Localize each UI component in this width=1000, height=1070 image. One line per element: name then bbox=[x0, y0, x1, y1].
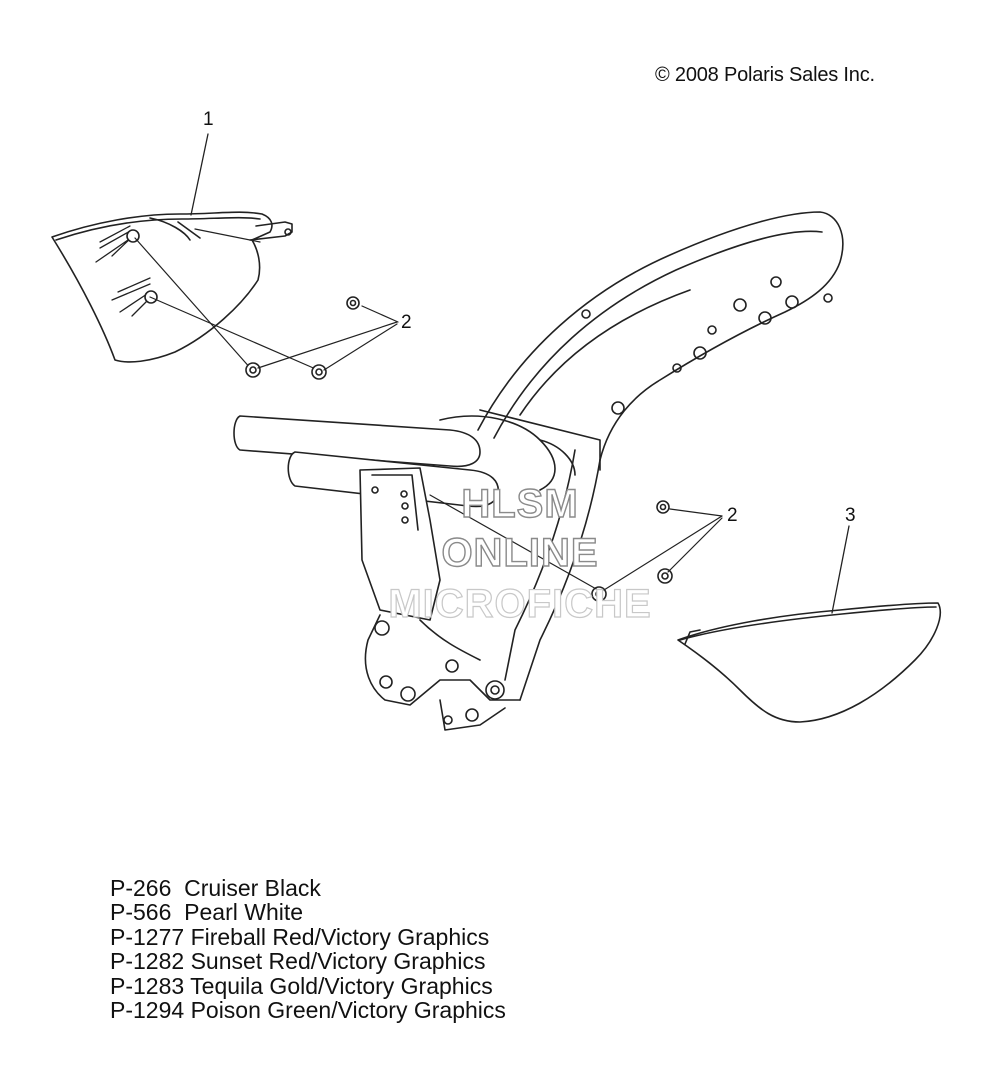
nut bbox=[346, 296, 360, 310]
paint-name: Sunset Red/Victory Graphics bbox=[190, 948, 486, 975]
nut bbox=[657, 568, 673, 584]
paint-code-item: P-1283 Tequila Gold/Victory Graphics bbox=[110, 972, 506, 999]
paint-code: P-1283 bbox=[110, 972, 185, 999]
paint-name: Cruiser Black bbox=[184, 875, 321, 901]
paint-code-item: P-566 Pearl White bbox=[110, 899, 506, 926]
watermark-line-3: MICROFICHE bbox=[388, 581, 652, 626]
frame bbox=[233, 211, 844, 731]
frame-holes bbox=[581, 276, 833, 415]
paint-code: P-1294 bbox=[110, 997, 185, 1024]
right-side-cover bbox=[677, 602, 942, 723]
nut bbox=[311, 364, 327, 380]
nut bbox=[656, 500, 670, 514]
paint-code-item: P-1277 Fireball Red/Victory Graphics bbox=[110, 923, 506, 950]
callout-item-2-upper: 2 bbox=[401, 312, 412, 333]
nut bbox=[591, 586, 607, 602]
paint-name: Fireball Red/Victory Graphics bbox=[190, 923, 490, 950]
paint-code-item: P-1282 Sunset Red/Victory Graphics bbox=[110, 948, 506, 975]
watermark-line-2: ONLINE bbox=[441, 530, 599, 575]
paint-name: Pearl White bbox=[184, 899, 304, 926]
paint-code: P-266 bbox=[110, 875, 172, 901]
paint-code-item: P-1294 Poison Green/Victory Graphics bbox=[110, 997, 506, 1024]
paint-code: P-1282 bbox=[110, 948, 185, 975]
left-side-cover bbox=[51, 211, 319, 371]
callout-item-3: 3 bbox=[845, 505, 856, 526]
leader-line-1 bbox=[190, 133, 209, 216]
copyright-notice: © 2008 Polaris Sales Inc. bbox=[655, 64, 875, 86]
paint-name: Poison Green/Victory Graphics bbox=[190, 997, 506, 1024]
nut-lower-group bbox=[429, 494, 723, 602]
paint-code: P-1277 bbox=[110, 923, 185, 950]
paint-code: P-566 bbox=[110, 899, 172, 926]
callout-item-1: 1 bbox=[203, 109, 214, 130]
leader-line-3 bbox=[831, 525, 850, 614]
paint-code-list: P-266 Cruiser Black P-566 Pearl White P-… bbox=[110, 875, 506, 1024]
nut-upper-group bbox=[245, 296, 399, 380]
watermark-line-1: HLSM bbox=[461, 481, 579, 526]
nut bbox=[245, 362, 261, 378]
paint-name: Tequila Gold/Victory Graphics bbox=[190, 972, 493, 999]
paint-code-item: P-266 Cruiser Black bbox=[110, 875, 506, 901]
callout-item-2-lower: 2 bbox=[727, 505, 738, 526]
